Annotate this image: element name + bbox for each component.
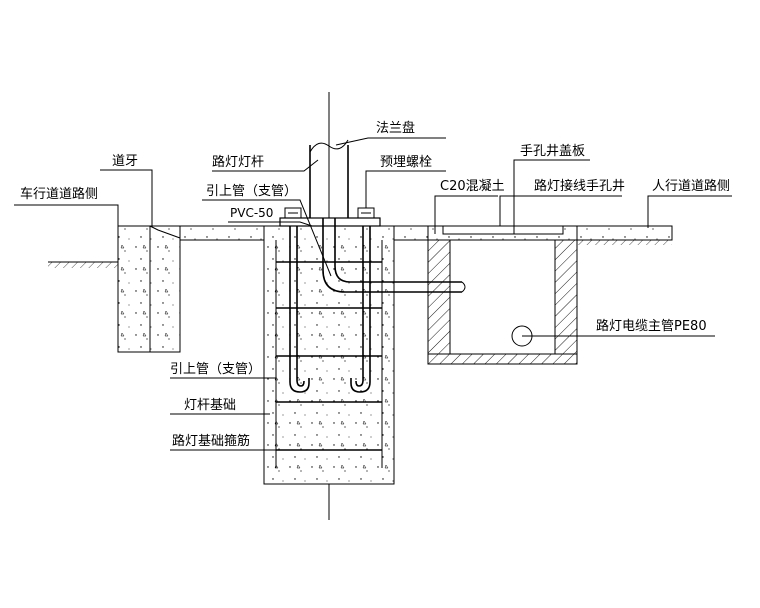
label-flange: 法兰盘 [376,120,415,136]
foundation-stirrups [276,261,382,451]
lead-in-pipe [322,218,466,293]
label-embedded-bolt: 预埋螺栓 [380,155,432,170]
lamp-pole-body [309,139,349,218]
label-lead-pipe-top: 引上管（支管） [206,184,297,199]
label-c20-concrete: C20混凝土 [440,178,505,194]
label-lead-pipe-side: 引上管（支管） [170,362,261,377]
sidewalk-slab-right [576,225,673,245]
label-roadway-side: 车行道道路侧 [20,186,98,202]
label-sidewalk-side: 人行道道路侧 [652,178,730,194]
vertical-rebar [275,240,383,468]
curb-stone [117,225,181,353]
label-curb: 道牙 [112,154,138,169]
label-lamp-pole: 路灯灯杆 [212,154,264,170]
label-handhole-cover: 手孔井盖板 [520,144,585,159]
label-main-cable-pipe: 路灯电缆主管PE80 [596,318,707,334]
label-lamp-handhole: 路灯接线手孔井 [534,178,625,194]
sidewalk-slab-mid [393,225,429,241]
pole-foundation-body [263,225,395,485]
handhole-well [427,225,578,365]
label-foundation-stirrup: 路灯基础箍筋 [172,433,250,449]
leader-lines [14,137,732,451]
sidewalk-slab-left [179,225,265,241]
roadway-ground [48,261,118,268]
label-pvc: PVC-50 [230,206,273,220]
label-pole-foundation: 灯杆基础 [184,398,236,413]
embedded-bolts [284,207,375,393]
